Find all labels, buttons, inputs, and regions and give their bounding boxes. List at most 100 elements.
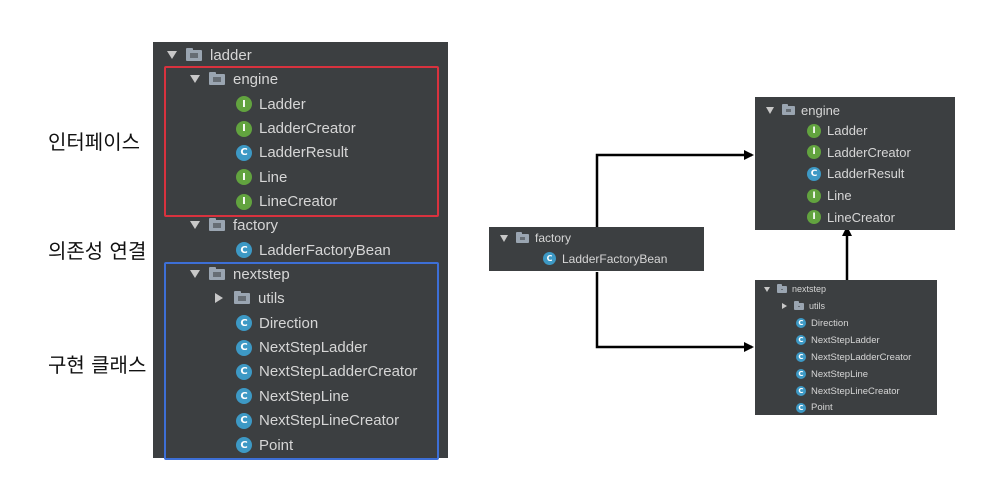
class-icon: C [236,412,252,429]
folder-label: engine [801,102,841,118]
arrow-factory-to-engine [595,150,754,228]
class-item[interactable]: C Point [755,400,937,417]
folder-label: ladder [210,46,252,64]
interface-item[interactable]: I Line [755,185,955,207]
interface-icon: I [236,193,252,210]
item-label: Line [259,168,288,186]
tree-folder-engine[interactable]: engine [153,68,448,90]
implementation-highlight-box [164,262,439,460]
class-icon: C [236,363,252,380]
tree-folder-utils[interactable]: utils [153,287,448,309]
item-label: LadderResult [827,166,905,182]
interface-icon: I [807,123,821,138]
folder-label: factory [535,231,572,245]
collapse-arrow-icon[interactable] [782,303,787,309]
item-label: Point [811,402,833,414]
class-icon: C [236,388,252,405]
folder-icon [777,283,787,293]
arrow-factory-to-nextstep [595,272,754,352]
item-label: NextStepLadder [259,339,368,357]
item-label: Line [827,188,852,204]
interface-highlight-box [164,66,439,217]
expand-arrow-icon[interactable] [190,221,200,229]
folder-icon [234,290,250,304]
annotation-dependency: 의존성 연결 [48,239,147,263]
interface-icon: I [236,120,252,137]
tree-folder-factory[interactable]: factory [489,229,704,247]
item-label: LadderFactoryBean [562,251,668,266]
class-item[interactable]: C NextStepLine [755,366,937,383]
expand-arrow-icon[interactable] [190,75,200,83]
tree-folder-engine[interactable]: engine [755,101,955,119]
item-label: LadderResult [259,144,349,162]
tree-folder-nextstep[interactable]: nextstep [153,263,448,285]
interface-icon: I [807,145,821,160]
folder-icon [209,266,225,280]
class-icon: C [796,318,806,329]
item-label: LineCreator [259,193,338,211]
folder-icon [209,71,225,85]
annotation-interface: 인터페이스 [48,130,140,154]
annotation-implementation: 구현 클래스 [48,353,147,377]
class-icon: C [807,166,821,181]
class-icon: C [796,402,806,413]
class-icon: C [796,335,806,346]
expand-arrow-icon[interactable] [766,106,774,114]
folder-icon [209,217,225,231]
folder-icon [794,300,804,310]
item-label: LineCreator [827,209,895,225]
interface-icon: I [807,188,821,203]
tree-folder-factory[interactable]: factory [153,214,448,236]
class-item[interactable]: C NextStepLadder [755,332,937,349]
folder-label: utils [258,289,285,307]
item-label: NextStepLine [811,368,869,380]
interface-item[interactable]: I LineCreator [153,190,448,214]
class-item[interactable]: C LadderResult [755,163,955,185]
tree-folder-utils[interactable]: utils [755,299,937,313]
interface-item[interactable]: I LineCreator [755,206,955,228]
folder-label: factory [233,216,279,234]
folder-icon [186,47,202,61]
expand-arrow-icon[interactable] [764,286,770,292]
expand-arrow-icon[interactable] [167,51,177,59]
expand-arrow-icon[interactable] [500,234,508,242]
class-item[interactable]: C Point [153,433,448,457]
interface-item[interactable]: I Ladder [755,120,955,142]
class-icon: C [236,437,252,454]
item-label: NextStepLadder [811,334,880,346]
collapse-arrow-icon[interactable] [215,293,223,303]
item-label: NextStepLine [259,387,350,405]
item-label: Ladder [827,123,868,139]
expand-arrow-icon[interactable] [190,270,200,278]
class-item[interactable]: C NextStepLine [153,384,448,408]
item-label: Point [259,436,294,454]
item-label: Ladder [259,95,306,113]
interface-item[interactable]: I Ladder [153,92,448,116]
folder-icon [516,231,529,243]
folder-label: engine [233,70,279,88]
tree-folder-nextstep[interactable]: nextstep [755,282,937,296]
folder-label: utils [809,301,826,311]
interface-icon: I [236,96,252,113]
interface-icon: I [807,210,821,225]
folder-icon [782,103,795,115]
item-label: NextStepLineCreator [811,385,900,397]
class-icon: C [796,369,806,380]
tree-folder-ladder[interactable]: ladder [153,44,448,66]
